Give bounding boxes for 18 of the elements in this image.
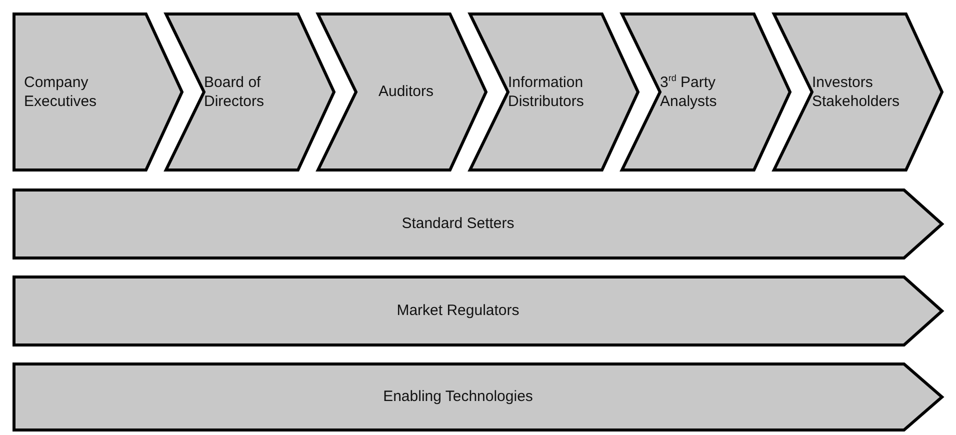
step-label: 3$^{rd}$ Party Analysts [660,72,718,112]
chevron-step [620,12,792,172]
step-label: Investors Stakeholders [812,72,901,112]
chevron-step [316,12,488,172]
arrow-band [12,188,944,260]
band-label: Standard Setters [402,214,514,234]
step-label: Board of Directors [204,72,266,112]
step-label: Auditors [378,82,434,102]
band-label: Market Regulators [396,301,520,321]
step-label: Information Distributors [508,72,585,112]
arrow-band [12,362,944,432]
chevron-step [12,12,184,172]
step-label: Company Executives [24,72,98,112]
chevron-step [772,12,944,172]
chevron-step [468,12,640,172]
chevron-step [164,12,336,172]
band-label: Enabling Technologies [383,387,533,407]
arrow-band [12,275,944,347]
